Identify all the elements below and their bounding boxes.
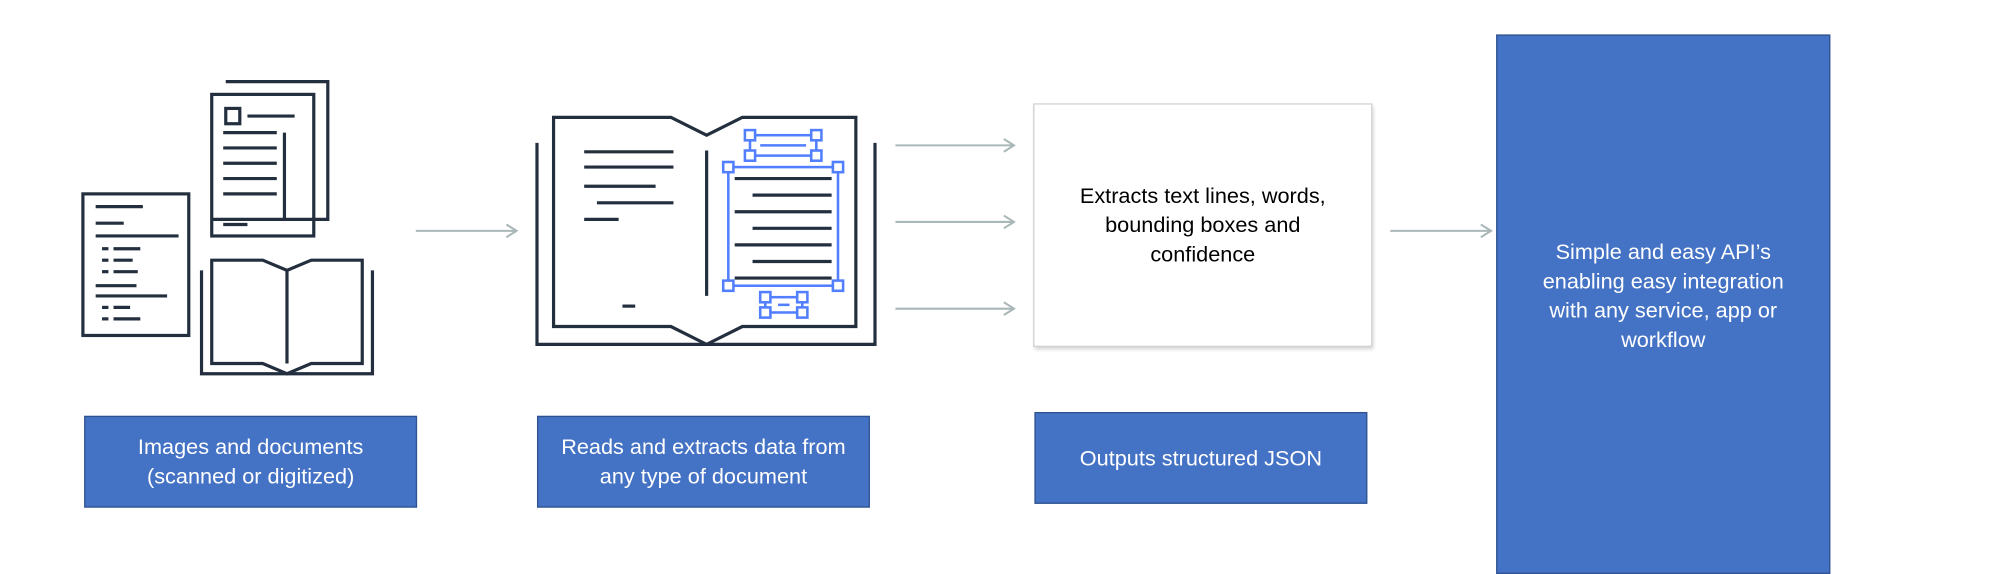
step-api-integration-box: Simple and easy API’s enabling easy inte… (1496, 34, 1831, 574)
step-output-json-label: Outputs structured JSON (1079, 445, 1322, 471)
book-icon (199, 258, 375, 376)
step-api-integration-label: Simple and easy API’s enabling easy inte… (1542, 239, 1784, 352)
document-page-icon (81, 192, 191, 338)
step-images-documents-box: Images and documents (scanned or digitiz… (84, 415, 418, 508)
flow-arrows (415, 145, 1491, 308)
extraction-details-label: Extracts text lines, words, bounding box… (1079, 183, 1326, 267)
step-images-documents-label: Images and documents (scanned or digitiz… (137, 434, 364, 489)
step-read-extract-box: Reads and extracts data from any type of… (536, 415, 870, 508)
step-read-extract-label: Reads and extracts data from any type of… (561, 434, 846, 489)
documents-icon (81, 80, 375, 376)
step-output-json-box: Outputs structured JSON (1034, 411, 1368, 504)
form-document-icon (210, 80, 330, 238)
open-book-icon (535, 115, 877, 347)
extraction-details-box: Extracts text lines, words, bounding box… (1033, 103, 1373, 347)
bounding-box-icon (721, 128, 845, 319)
